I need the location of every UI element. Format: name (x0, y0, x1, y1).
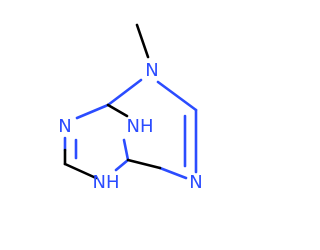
bond-n-to-ch-right (156, 80, 198, 112)
atom-nh-center: NH (127, 116, 154, 137)
bond-layer (63, 23, 198, 180)
bond-ch-left-to-nh-bottom (63, 162, 98, 180)
bond-bridge-c2-to-n-right (126, 158, 162, 170)
molecule-structure: N NH N N NH (58, 23, 203, 193)
bond-bridge-c-to-n (75, 103, 110, 120)
atom-nh-bottom: NH (93, 172, 120, 193)
bond-methyl (135, 23, 150, 59)
bond-n-right-to-bridge-c2 (158, 166, 188, 180)
bond-nh-center-to-bridge-c2 (122, 138, 130, 162)
bond-n-to-bridge-c (106, 78, 143, 107)
atom-n-left: N (58, 116, 71, 137)
bond-bridge-c-to-nh-center (106, 103, 129, 118)
atom-n-methyl: N (145, 60, 158, 81)
atom-n-right: N (189, 172, 202, 193)
atom-label-layer: N NH N N NH (58, 60, 202, 193)
bond-nh-bottom-to-bridge-c2 (114, 158, 130, 172)
